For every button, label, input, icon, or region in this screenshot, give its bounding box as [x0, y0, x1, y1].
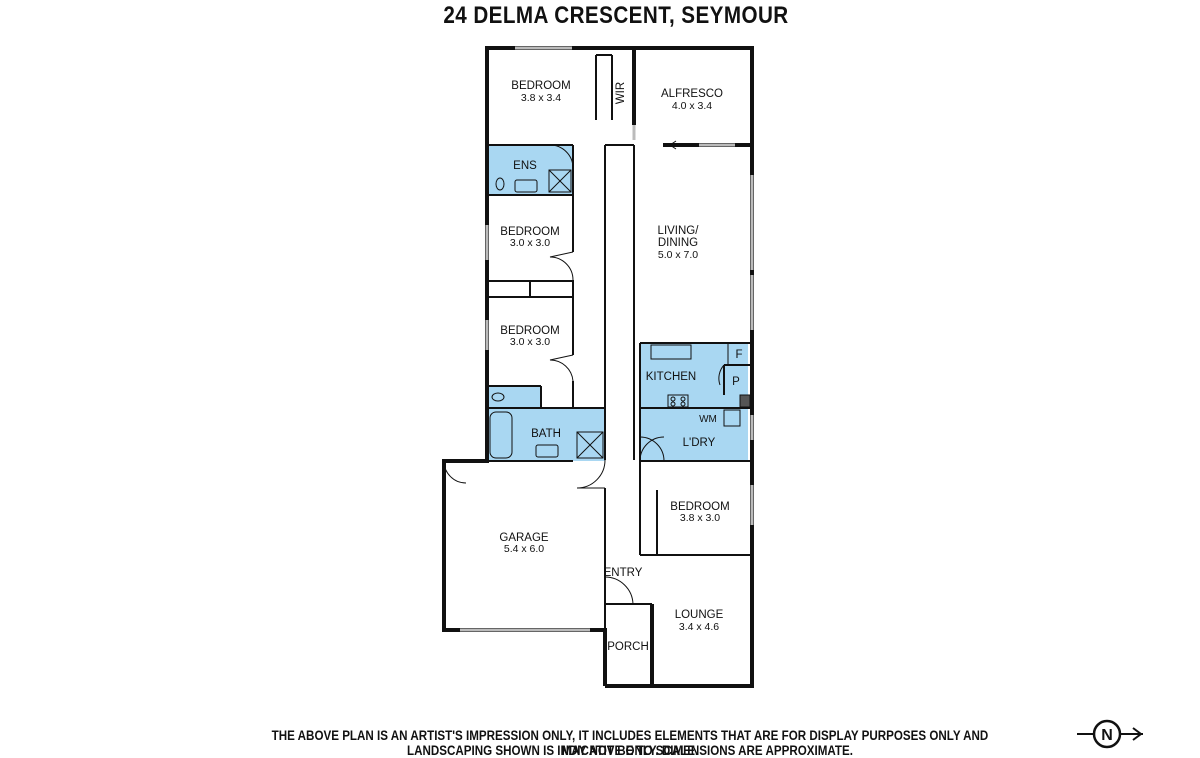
room-alfresco-dim: 4.0 x 3.4 [672, 100, 712, 112]
room-bath-name: BATH [531, 428, 561, 440]
room-entry-name: ENTRY [604, 567, 643, 579]
kitchen-sink-icon [650, 344, 692, 360]
north-compass-icon: N [1077, 719, 1143, 749]
bath-fill [487, 408, 605, 461]
toilet-icon [491, 392, 505, 402]
room-bedroom4-name: BEDROOM [670, 501, 729, 513]
room-bedroom3-dim: 3.0 x 3.0 [510, 336, 550, 348]
room-lounge-name: LOUNGE [675, 609, 724, 621]
room-porch-name: PORCH [607, 641, 649, 653]
ensuite-shower-icon [548, 169, 572, 193]
plan-title: 24 DELMA CRESCENT, SEYMOUR [443, 2, 789, 29]
room-wir-name: WIR [615, 82, 627, 104]
room-bedroom3-name: BEDROOM [500, 325, 559, 337]
disclaimer-line-2: LANDSCAPING SHOWN IS INDICATIVE ONLY. DI… [407, 743, 853, 758]
pantry-shelf [739, 394, 751, 408]
room-labels: BEDROOM 3.8 x 3.4 WIR ALFRESCO 4.0 x 3.4… [499, 80, 742, 653]
fixtures [489, 169, 751, 459]
room-bedroom2-name: BEDROOM [500, 226, 559, 238]
room-bedroom1-dim: 3.8 x 3.4 [521, 92, 561, 104]
cooktop-icon [667, 394, 689, 408]
room-bedroom2-dim: 3.0 x 3.0 [510, 237, 550, 249]
ensuite-basin-icon [514, 179, 538, 193]
windows [460, 46, 754, 632]
room-garage-name: GARAGE [499, 532, 549, 544]
room-fridge-label: F [735, 349, 742, 361]
interior-walls [487, 54, 752, 630]
room-kitchen-name: KITCHEN [646, 371, 696, 383]
bath-basin-icon [535, 444, 559, 458]
kitchen-fill [640, 343, 748, 408]
door-swings [443, 125, 725, 605]
room-wm-label: WM [699, 414, 717, 425]
room-living-name2: DINING [658, 237, 698, 249]
room-living-name1: LIVING/ [658, 225, 700, 237]
sliding-door-arrow [669, 140, 698, 150]
laundry-trough-icon [723, 409, 741, 427]
laundry-fill [640, 408, 748, 461]
room-laundry-name: L'DRY [683, 437, 716, 449]
room-bedroom4-dim: 3.8 x 3.0 [680, 512, 720, 524]
room-lounge-dim: 3.4 x 4.6 [679, 621, 719, 633]
compass-n-label: N [1101, 727, 1113, 744]
room-pantry-label: P [732, 376, 740, 388]
room-living-dim: 5.0 x 7.0 [658, 249, 698, 261]
room-ens-name: ENS [513, 160, 537, 172]
room-garage-dim: 5.4 x 6.0 [504, 543, 544, 555]
room-bedroom1-name: BEDROOM [511, 80, 570, 92]
toilet-fill [487, 386, 541, 408]
room-alfresco-name: ALFRESCO [661, 88, 723, 100]
ensuite-toilet-icon [495, 177, 505, 191]
bathtub-icon [489, 411, 513, 459]
bath-shower-icon [576, 431, 604, 459]
